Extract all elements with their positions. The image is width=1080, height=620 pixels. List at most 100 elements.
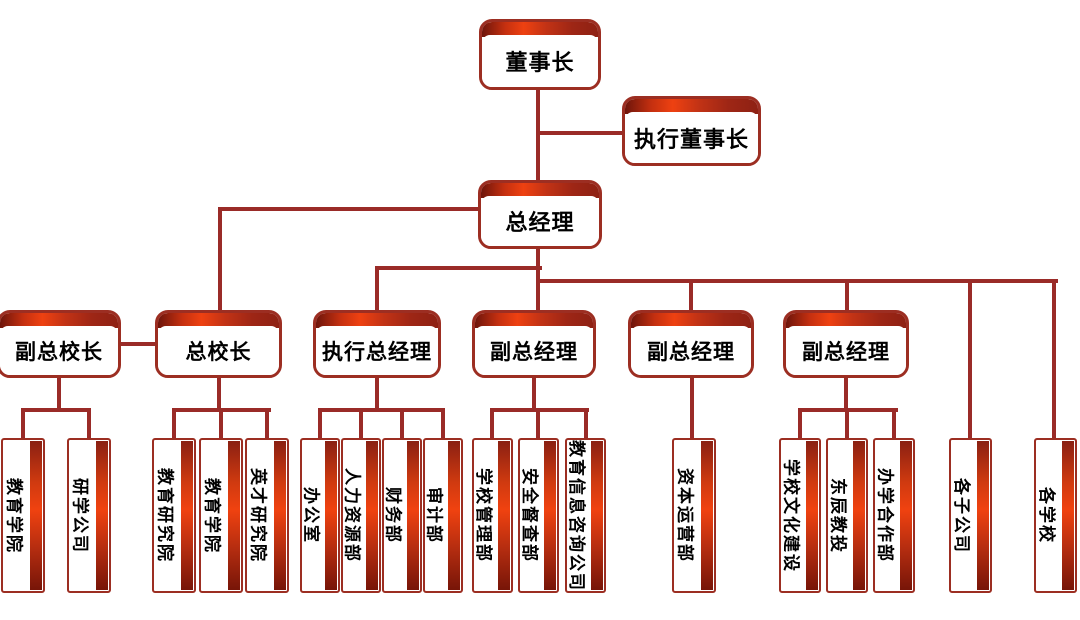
node-side-band: [591, 441, 603, 590]
connector-line: [490, 408, 494, 438]
node-side-band: [977, 441, 989, 590]
node-side-band: [30, 441, 42, 590]
node-side-band: [806, 441, 818, 590]
org-node-label: 办公室: [301, 487, 321, 544]
org-node-dept-school-management[interactable]: 学校管理部: [472, 438, 513, 593]
org-node-label: 财务部: [383, 487, 403, 544]
org-node-label: 人力资源部: [342, 468, 362, 563]
org-node-label: 各学校: [1037, 487, 1056, 544]
connector-line: [441, 408, 445, 438]
connector-line: [845, 408, 849, 438]
connector-line: [318, 408, 445, 412]
node-header-band: [0, 313, 118, 328]
node-header-band: [475, 313, 593, 328]
connector-line: [584, 408, 588, 438]
org-node-deputy-gm-1[interactable]: 副总经理: [472, 310, 596, 378]
node-side-band: [325, 441, 337, 590]
org-node-deputy-gm-2[interactable]: 副总经理: [628, 310, 754, 378]
org-node-label: 资本运营部: [675, 468, 695, 563]
connector-line: [172, 408, 176, 438]
org-node-chairman[interactable]: 董事长: [479, 19, 601, 90]
org-node-dept-education-college[interactable]: 教育学院: [1, 438, 45, 593]
connector-line: [798, 408, 802, 438]
org-node-dept-education-info-consulting[interactable]: 教育信息咨询公司: [565, 438, 606, 593]
org-node-dept-dongchen-investment[interactable]: 东辰教投: [826, 438, 868, 593]
connector-line: [375, 378, 379, 412]
connector-line: [21, 408, 91, 412]
org-node-label: 教育学院: [202, 477, 222, 554]
connector-line: [218, 207, 480, 211]
connector-line: [21, 408, 25, 438]
org-node-label: 副总校长: [0, 326, 118, 375]
node-side-band: [498, 441, 510, 590]
connector-line: [57, 378, 61, 412]
org-node-principal[interactable]: 总校长: [155, 310, 282, 378]
org-node-executive-gm[interactable]: 执行总经理: [313, 310, 441, 378]
node-side-band: [274, 441, 286, 590]
org-node-label: 执行总经理: [316, 326, 438, 375]
connector-line: [87, 408, 91, 438]
connector-line: [689, 279, 693, 310]
org-node-dept-school-culture[interactable]: 学校文化建设: [779, 438, 821, 593]
org-node-dept-school-cooperation[interactable]: 办学合作部: [873, 438, 915, 593]
org-node-dept-education-college-2[interactable]: 教育学院: [199, 438, 243, 593]
node-side-band: [701, 441, 713, 590]
connector-line: [536, 279, 1058, 283]
org-node-dept-office[interactable]: 办公室: [300, 438, 340, 593]
org-node-label: 研学公司: [70, 477, 90, 554]
org-node-label: 各子公司: [952, 477, 971, 554]
connector-line: [218, 207, 222, 310]
connector-line: [318, 408, 322, 438]
connector-line: [219, 408, 223, 438]
node-side-band: [853, 441, 865, 590]
node-side-band: [407, 441, 419, 590]
org-node-label: 董事长: [482, 35, 598, 87]
org-node-label: 安全督查部: [520, 468, 539, 563]
org-node-dept-human-resources[interactable]: 人力资源部: [341, 438, 381, 593]
org-node-label: 学校管理部: [474, 468, 493, 563]
connector-line: [538, 131, 624, 135]
org-node-label: 教育学院: [4, 477, 24, 554]
node-header-band: [316, 313, 438, 328]
org-node-dept-capital-operations[interactable]: 资本运营部: [672, 438, 716, 593]
org-node-label: 英才研究院: [248, 468, 268, 563]
org-node-label: 副总经理: [786, 326, 906, 375]
connector-line: [690, 378, 694, 438]
org-node-label: 总校长: [158, 326, 279, 375]
org-node-schools[interactable]: 各学校: [1034, 438, 1077, 593]
org-node-dept-safety-supervision[interactable]: 安全督查部: [518, 438, 559, 593]
connector-line: [1052, 279, 1056, 438]
org-node-dept-finance[interactable]: 财务部: [382, 438, 422, 593]
org-node-label: 教育研究院: [155, 468, 175, 563]
connector-line: [968, 279, 972, 438]
connector-line: [532, 378, 536, 412]
connector-line: [265, 408, 269, 438]
connector-line: [217, 378, 221, 412]
org-node-subsidiaries[interactable]: 各子公司: [949, 438, 992, 593]
org-node-label: 副总经理: [631, 326, 751, 375]
node-side-band: [366, 441, 378, 590]
org-node-deputy-gm-3[interactable]: 副总经理: [783, 310, 909, 378]
org-node-dept-education-research-institute[interactable]: 教育研究院: [152, 438, 196, 593]
connector-line: [375, 266, 379, 310]
org-node-label: 副总经理: [475, 326, 593, 375]
node-side-band: [181, 441, 193, 590]
node-header-band: [481, 183, 599, 198]
org-node-dept-research-study-company[interactable]: 研学公司: [67, 438, 111, 593]
org-node-label: 审计部: [424, 487, 444, 544]
node-header-band: [786, 313, 906, 328]
node-side-band: [1062, 441, 1074, 590]
org-node-dept-talent-research-institute[interactable]: 英才研究院: [245, 438, 289, 593]
node-side-band: [228, 441, 240, 590]
connector-line: [845, 279, 849, 310]
node-header-band: [625, 99, 758, 114]
node-side-band: [96, 441, 108, 590]
org-node-general-manager[interactable]: 总经理: [478, 180, 602, 249]
org-node-label: 办学合作部: [875, 468, 895, 563]
node-side-band: [900, 441, 912, 590]
org-node-dept-audit[interactable]: 审计部: [423, 438, 463, 593]
org-node-vice-principal[interactable]: 副总校长: [0, 310, 121, 378]
connector-line: [375, 266, 542, 270]
org-node-executive-chairman[interactable]: 执行董事长: [622, 96, 761, 166]
